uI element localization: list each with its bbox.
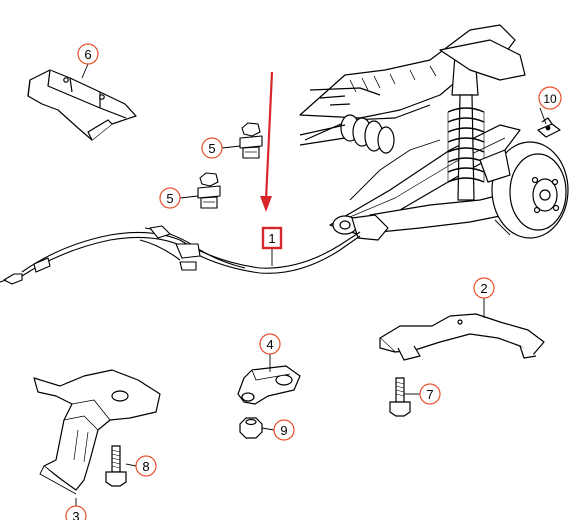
part-6-bracket xyxy=(27,69,137,141)
part-7-bolt xyxy=(389,377,411,417)
callout-5-lower-label: 5 xyxy=(166,191,173,206)
callout-3: 3 xyxy=(65,505,87,525)
callout-5-upper: 5 xyxy=(201,137,223,159)
callout-5-upper-label: 5 xyxy=(208,141,215,156)
part-1-brake-cable xyxy=(0,225,361,285)
callout-10-label: 10 xyxy=(543,92,557,106)
callout-7: 7 xyxy=(419,383,441,405)
part-10-clip xyxy=(537,117,561,138)
callout-2: 2 xyxy=(473,277,495,299)
callout-5-lower: 5 xyxy=(159,187,181,209)
part-3-bracket xyxy=(33,369,161,495)
callout-1-label: 1 xyxy=(268,231,275,246)
highlight-arrow xyxy=(260,71,274,212)
callout-9-label: 9 xyxy=(280,423,287,438)
callout-10: 10 xyxy=(538,86,562,110)
part-9-nut xyxy=(239,417,263,439)
callout-2-label: 2 xyxy=(480,281,487,296)
callout-6-label: 6 xyxy=(84,47,91,62)
leader-lines xyxy=(75,63,547,508)
callout-6: 6 xyxy=(77,43,99,65)
callout-8: 8 xyxy=(135,455,157,477)
callout-9: 9 xyxy=(273,419,295,441)
part-8-bolt xyxy=(105,445,127,487)
callout-1: 1 xyxy=(261,226,283,250)
callout-4: 4 xyxy=(259,333,281,355)
rear-axle-assembly xyxy=(299,24,569,241)
callout-8-label: 8 xyxy=(142,459,149,474)
callout-7-label: 7 xyxy=(426,387,433,402)
part-2-bracket xyxy=(379,313,545,361)
part-5-clip-lower xyxy=(197,172,221,209)
part-4-plate xyxy=(237,365,301,405)
callout-3-label: 3 xyxy=(72,509,79,520)
brake-disc xyxy=(491,141,569,239)
part-5-clip-upper xyxy=(239,122,263,159)
cv-boot xyxy=(299,114,395,154)
callout-4-label: 4 xyxy=(266,337,273,352)
